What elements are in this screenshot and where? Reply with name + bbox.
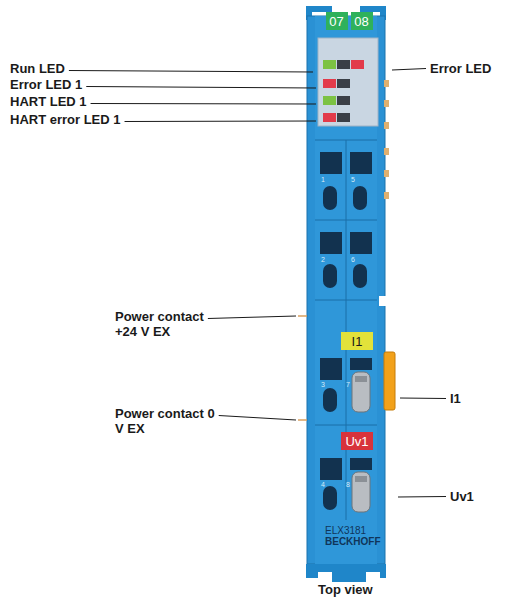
signal-label-box: I1 [341, 332, 373, 350]
callout-label: Error LED 1 [10, 77, 82, 92]
leader-line [219, 416, 296, 421]
callout-label: HART LED 1 [10, 94, 87, 109]
leader-line [398, 496, 446, 498]
leader-line [208, 316, 296, 319]
leader-line [69, 71, 313, 73]
terminal-number: 6 [351, 256, 355, 264]
leader-line [86, 87, 316, 89]
terminal-number: 1 [321, 176, 325, 184]
box-text: Uv1 [345, 434, 368, 449]
terminal-number: 2 [321, 256, 325, 264]
terminal-number: 7 [346, 381, 350, 389]
callout-label: Uv1 [450, 489, 474, 504]
terminal-number: 5 [351, 176, 355, 184]
terminal-number: 4 [321, 481, 325, 489]
callout-label: HART error LED 1 [10, 112, 121, 127]
view-caption: Top view [318, 582, 373, 597]
terminal-number: 8 [346, 481, 350, 489]
signal-label-box: Uv1 [341, 432, 373, 450]
terminal-number: 3 [321, 381, 325, 389]
channel-number-box: 07 [326, 12, 348, 30]
box-text: I1 [352, 334, 363, 349]
channel-number-box: 08 [351, 12, 373, 30]
manufacturer-logo: BECKHOFF [325, 536, 381, 547]
leader-line [125, 121, 316, 123]
box-text: 07 [329, 14, 343, 29]
leader-line [392, 69, 426, 71]
callout-label: Power contact +24 V EX [115, 309, 215, 339]
callout-label: Power contact 0 V EX [115, 406, 215, 436]
type-designation: ELX3181 [325, 525, 366, 536]
box-text: 08 [354, 14, 368, 29]
callout-label: Run LED [10, 61, 65, 76]
leader-line [91, 103, 316, 105]
callout-label: Error LED [430, 61, 491, 76]
callout-label: I1 [450, 391, 461, 406]
leader-line [400, 398, 446, 400]
